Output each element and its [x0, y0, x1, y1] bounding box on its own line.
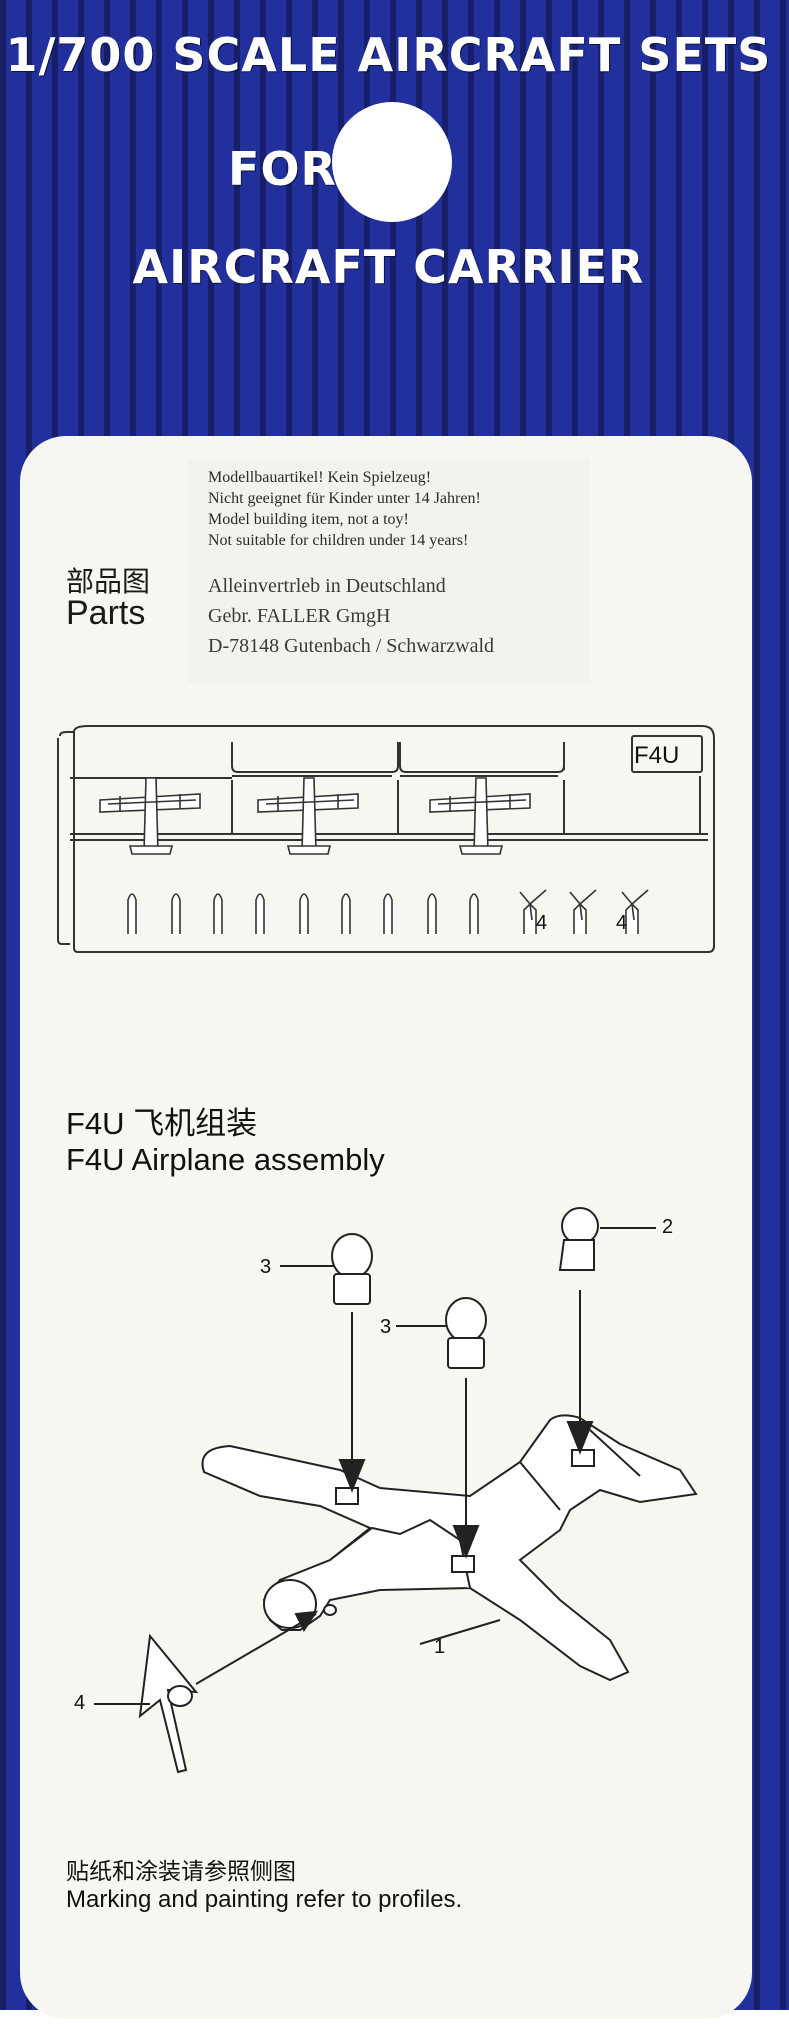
callout-1: 1 — [434, 1636, 446, 1658]
propeller-count-label: 4 — [616, 912, 628, 934]
header-title-line-2: FOR — [228, 142, 337, 196]
arrow-prop — [195, 1613, 317, 1685]
assembly-title-cn: F4U 飞机组装 — [66, 1106, 258, 1141]
assembly-diagram — [94, 1207, 698, 1774]
sprue-aircraft-1 — [99, 777, 201, 855]
header-title-line-3: AIRCRAFT CARRIER — [132, 240, 645, 294]
footer-note-en: Marking and painting refer to profiles. — [66, 1886, 463, 1913]
canopy-slot — [335, 1487, 359, 1505]
notice-box: Modellbauartikel! Kein Spielzeug! Nicht … — [188, 459, 590, 683]
warning-line: Nicht geeignet für Kinder unter 14 Jahre… — [208, 490, 481, 507]
sprue-aircraft-2 — [257, 777, 359, 855]
part-3a-canopy — [331, 1233, 373, 1305]
callout-4: 4 — [74, 1692, 86, 1714]
propeller-count-label: 4 — [536, 912, 548, 934]
part-2-canopy — [558, 1207, 599, 1271]
header-title-line-1: 1/700 SCALE AIRCRAFT SETS — [5, 28, 772, 82]
warning-list: Modellbauartikel! Kein Spielzeug! Nicht … — [208, 467, 481, 551]
parts-title-en: Parts — [66, 594, 146, 632]
warning-line: Model building item, not a toy! — [208, 511, 409, 528]
distributor-line: D-78148 Gutenbach / Schwarzwald — [208, 635, 495, 657]
sprue-label: F4U — [634, 742, 680, 769]
callout-3b: 3 — [380, 1316, 392, 1338]
sprue-small-parts-row — [127, 889, 649, 934]
callout-2: 2 — [662, 1216, 674, 1238]
distributor-block: Alleinvertrleb in Deutschland Gebr. FALL… — [208, 571, 494, 661]
sprue-aircraft-3 — [429, 777, 531, 855]
parts-title-cn: 部品图 — [66, 566, 151, 597]
footer-note-cn: 贴纸和涂装请参照侧图 — [66, 1858, 296, 1884]
canopy-slot-3 — [571, 1449, 595, 1467]
leader-1 — [419, 1619, 501, 1645]
white-circle-emblem — [332, 102, 452, 222]
part-3b-canopy — [445, 1297, 487, 1369]
distributor-line: Alleinvertrleb in Deutschland — [208, 575, 446, 597]
callout-3a: 3 — [260, 1256, 272, 1278]
canopy-slot-2 — [451, 1555, 475, 1573]
sprue-label-box — [631, 735, 703, 773]
assembly-title-en: F4U Airplane assembly — [66, 1142, 385, 1177]
warning-line: Modellbauartikel! Kein Spielzeug! — [208, 469, 432, 486]
distributor-line: Gebr. FALLER GmgH — [208, 605, 391, 627]
warning-line: Not suitable for children under 14 years… — [208, 532, 469, 549]
